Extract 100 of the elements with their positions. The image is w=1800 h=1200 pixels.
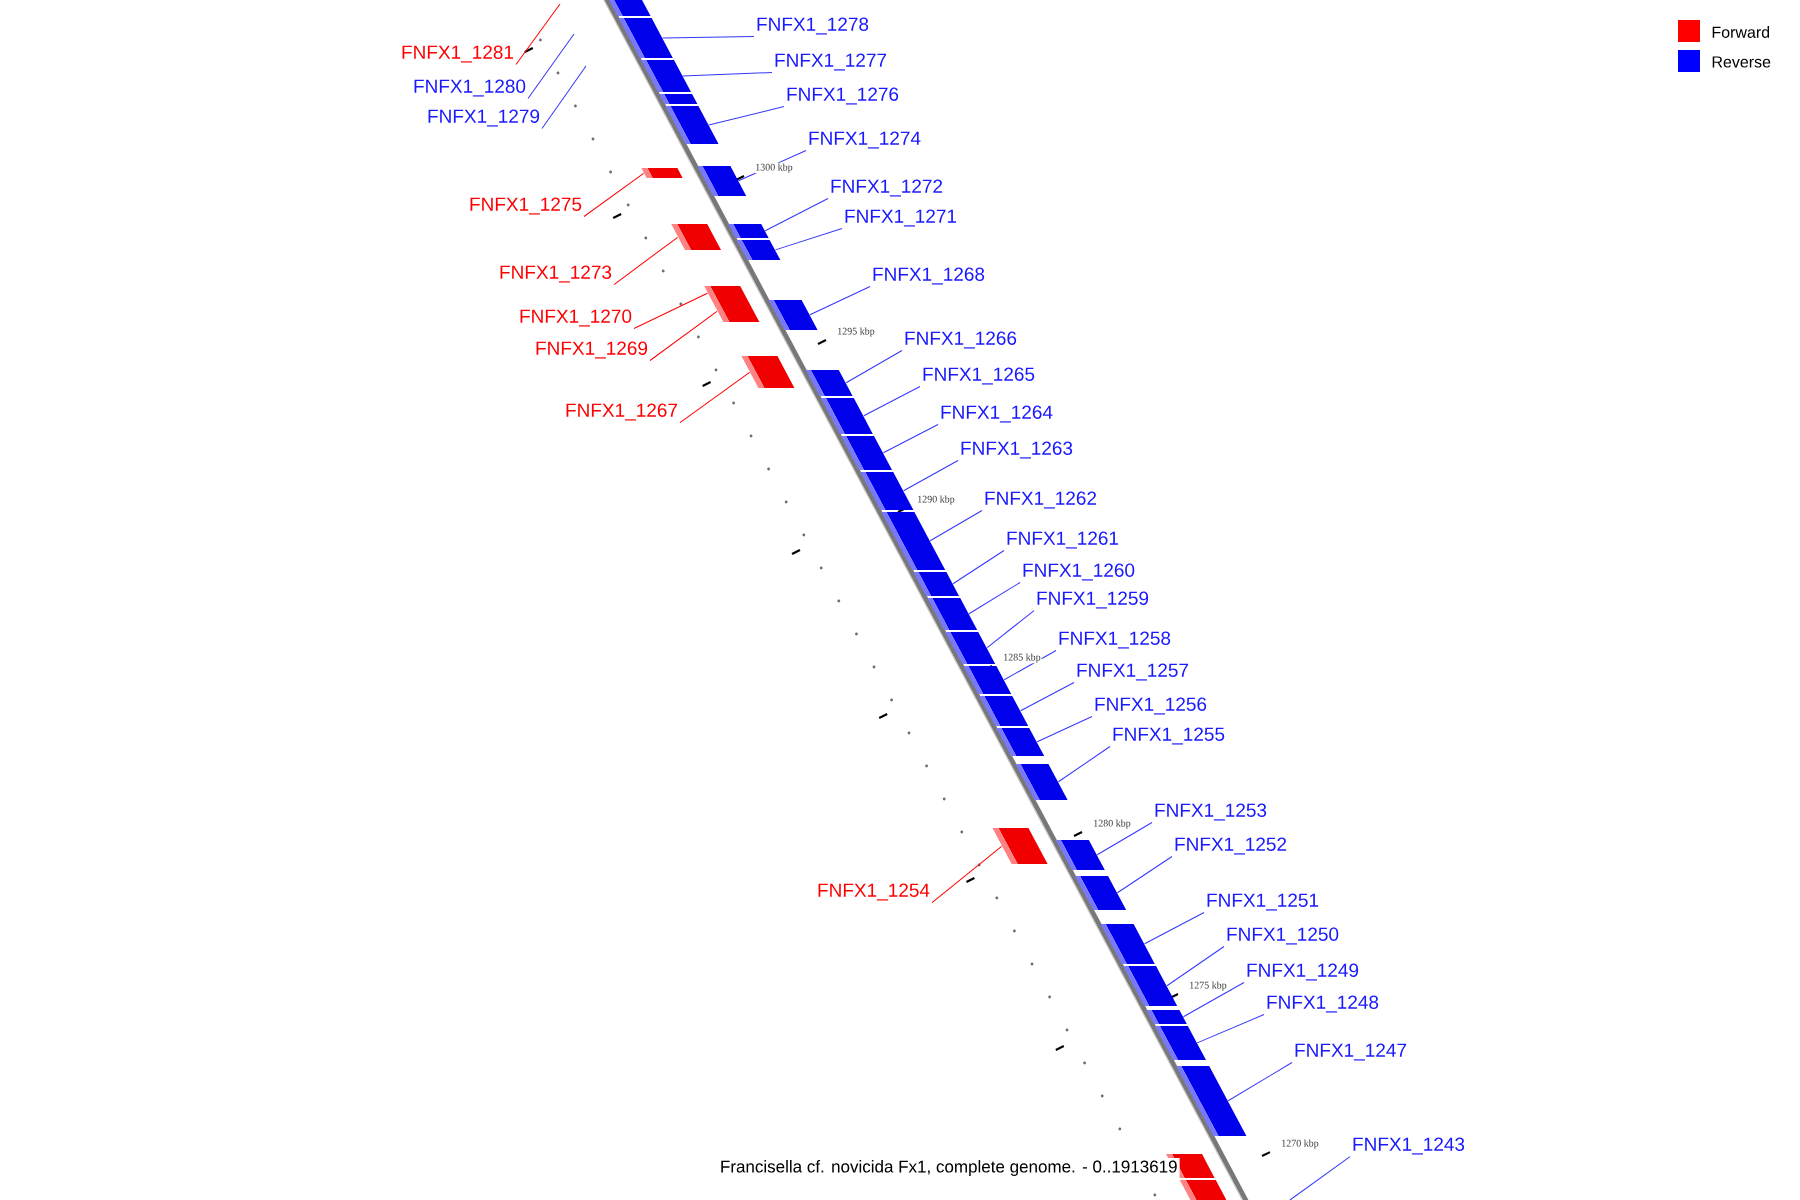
leader-line	[1227, 1062, 1293, 1102]
leader-line	[968, 582, 1021, 615]
gene-label: FNFX1_1267	[566, 403, 678, 421]
leader-line	[1196, 1014, 1265, 1044]
gene-block	[1100, 924, 1155, 964]
gene-label: FNFX1_1247	[1295, 1043, 1407, 1061]
leader-line	[708, 106, 785, 126]
gene-block	[841, 436, 892, 470]
gene-block	[697, 166, 747, 196]
gene-block	[1123, 966, 1178, 1006]
leader-line	[1057, 746, 1111, 783]
gene-label: FNFX1_1266	[905, 331, 1017, 349]
gene-label: FNFX1_1257	[1077, 663, 1189, 681]
gene-block	[963, 666, 1012, 694]
gene-label: FNFX1_1251	[1207, 893, 1319, 911]
leader-line	[541, 65, 587, 130]
leader-line	[1289, 1156, 1351, 1200]
leader-line	[1096, 822, 1153, 856]
gene-block	[1075, 876, 1127, 910]
gene-label: FNFX1_1274	[809, 131, 921, 149]
gene-label: FNFX1_1248	[1267, 995, 1379, 1013]
leader-line	[1036, 716, 1093, 743]
gene-label: FNFX1_1263	[961, 441, 1073, 459]
gene-label: FNFX1_1254	[818, 883, 930, 901]
leader-line	[863, 386, 921, 417]
gene-label: FNFX1_1281	[402, 45, 514, 63]
caption: Francisella cf. novicida Fx1, complete genome. - 0..1913619	[717, 1158, 1180, 1178]
gene-block	[641, 168, 683, 178]
gene-label: FNFX1_1249	[1247, 963, 1359, 981]
leader-line	[952, 550, 1005, 585]
gene-label: FNFX1_1276	[787, 87, 899, 105]
gene-label: FNFX1_1264	[941, 405, 1053, 423]
gene-label: FNFX1_1258	[1059, 631, 1171, 649]
gene-label: FNFX1_1262	[985, 491, 1097, 509]
leader-line	[583, 172, 645, 218]
gene-label: FNFX1_1250	[1227, 927, 1339, 945]
gene-block	[1179, 1180, 1227, 1200]
legend-label: Forward	[1712, 26, 1770, 38]
gene-label: FNFX1_1273	[500, 265, 612, 283]
leader-line	[882, 424, 939, 454]
leader-line	[679, 371, 751, 424]
gene-block	[1176, 1066, 1247, 1136]
leader-line	[764, 198, 829, 232]
leader-line	[845, 350, 903, 384]
gene-label: FNFX1_1260	[1023, 563, 1135, 581]
gene-label: FNFX1_1269	[536, 341, 648, 359]
leader-line	[613, 236, 679, 286]
gene-block	[805, 370, 853, 396]
gene-block	[1015, 764, 1068, 800]
gene-label: FNFX1_1259	[1037, 591, 1149, 609]
leader-line	[682, 72, 773, 77]
gene-block	[820, 398, 873, 434]
gene-label: FNFX1_1272	[831, 179, 943, 197]
leader-line	[929, 510, 983, 542]
leader-line	[1020, 682, 1075, 712]
gene-label: FNFX1_1278	[757, 17, 869, 35]
gene-label: FNFX1_1279	[428, 109, 540, 127]
leader-line	[1166, 946, 1225, 987]
gene-block	[741, 356, 795, 388]
gene-block	[996, 728, 1045, 756]
leader-line	[649, 310, 718, 362]
gene-block	[860, 472, 914, 510]
leader-line	[633, 292, 708, 330]
gene-label: FNFX1_1255	[1113, 727, 1225, 745]
gene-label: FNFX1_1270	[520, 309, 632, 327]
gene-block	[927, 598, 978, 630]
leader-line	[1182, 982, 1245, 1018]
gene-block	[704, 286, 748, 300]
gene-block	[736, 240, 781, 260]
leader-line	[1116, 856, 1173, 894]
gene-label: FNFX1_1265	[923, 367, 1035, 385]
gene-label: FNFX1_1280	[414, 79, 526, 97]
gene-label: FNFX1_1268	[873, 267, 985, 285]
gene-label: FNFX1_1256	[1095, 697, 1207, 715]
gene-block	[1055, 840, 1105, 870]
legend-label: Reverse	[1712, 56, 1771, 68]
leader-line	[1003, 650, 1057, 681]
gene-block	[671, 224, 721, 250]
leader-line	[1144, 912, 1205, 945]
leader-line	[903, 460, 959, 492]
gene-label: FNFX1_1271	[845, 209, 957, 227]
gene-label: FNFX1_1253	[1155, 803, 1267, 821]
leader-line	[774, 228, 843, 251]
gene-block	[1146, 1010, 1187, 1024]
leader-line	[662, 36, 755, 39]
gene-label: FNFX1_1275	[470, 197, 582, 215]
gene-block	[992, 828, 1048, 864]
gene-block	[945, 632, 996, 664]
gene-block	[913, 572, 959, 596]
gene-block	[609, 0, 651, 16]
gene-label: FNFX1_1243	[1353, 1137, 1465, 1155]
gene-label: FNFX1_1277	[775, 53, 887, 71]
gene-label: FNFX1_1252	[1175, 837, 1287, 855]
gene-block	[979, 696, 1029, 726]
gene-block	[659, 94, 698, 104]
leader-line	[809, 286, 871, 316]
leader-line	[986, 610, 1035, 649]
gene-block	[768, 300, 818, 330]
leader-line	[515, 3, 561, 65]
leader-line	[931, 845, 1003, 904]
